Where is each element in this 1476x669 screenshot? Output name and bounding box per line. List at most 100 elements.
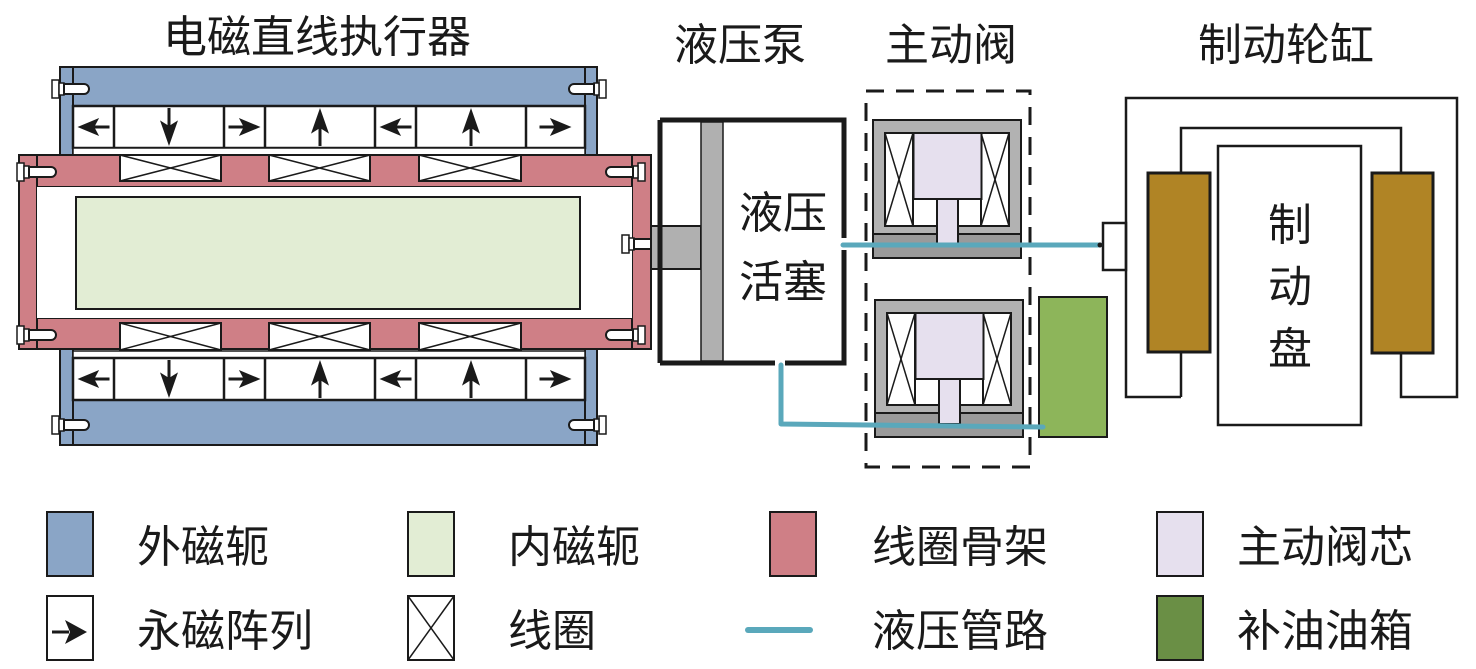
pump-housing [657, 117, 847, 366]
magnet-cell [112, 358, 178, 400]
valve-coil-cross-icon [982, 312, 1012, 406]
caliper-port [1101, 221, 1128, 272]
coil-cross-icon [119, 322, 222, 351]
hydraulic-piston [700, 121, 724, 362]
legend-label: 补油油箱 [1237, 606, 1413, 657]
coil-cross-icon [418, 322, 522, 351]
magnet-cell [222, 106, 261, 148]
coils [119, 154, 522, 351]
magnet-cell [222, 358, 261, 400]
magnet-arrow-left-icon [379, 370, 412, 388]
magnet-cell [373, 358, 412, 400]
legend-label: 内磁轭 [508, 522, 640, 573]
pipe-pump-to-reservoir [778, 362, 1046, 430]
magnet-arrow-icon [46, 595, 94, 661]
magnet-cell [414, 106, 480, 148]
legend-item: 内磁轭 [407, 511, 640, 577]
valve-title: 主动阀 [885, 20, 1017, 71]
valve-stem [936, 198, 959, 246]
magnet-arrow-up-icon [462, 360, 480, 398]
valve-coil-cross-icon [884, 132, 914, 227]
disc-label-char1: 制 [1268, 200, 1312, 251]
magnet-arrow-left-icon [379, 118, 412, 136]
legend-label: 线圈 [508, 606, 596, 657]
active-valve-lower [874, 299, 1024, 438]
piston-label-line2: 活塞 [739, 257, 827, 308]
magnet-cell [263, 106, 329, 148]
legend-label: 液压管路 [872, 606, 1048, 657]
brake-pad-right [1370, 171, 1435, 355]
valve-core [912, 132, 983, 200]
bolt-icon [16, 162, 57, 182]
brake-disc [1216, 144, 1363, 427]
magnet-arrow-up-icon [311, 360, 329, 398]
bolt-icon [605, 325, 646, 345]
legend-label: 主动阀芯 [1237, 522, 1413, 573]
permanent-magnet-array-top [71, 104, 587, 150]
inner-yoke-swatch-icon [407, 511, 455, 577]
magnet-arrow-up-icon [462, 108, 480, 146]
legend-label: 外磁轭 [137, 522, 269, 573]
valve-stem [938, 378, 961, 425]
valve-coil-cross-icon [886, 312, 916, 406]
active-valve-group [864, 89, 1032, 469]
piston-label-line1: 液压 [739, 188, 827, 239]
magnet-arrow-left-icon [77, 370, 110, 388]
inner-yoke [75, 196, 581, 310]
legend-item: 补油油箱 [1156, 595, 1413, 661]
hydraulic-pump: 液压 活塞 [650, 117, 847, 366]
disc-label-char2: 动 [1268, 262, 1312, 313]
magnet-arrow-left-icon [77, 118, 110, 136]
magnet-cell [414, 358, 480, 400]
bobbin-swatch-icon [769, 511, 817, 577]
magnet-arrow-right-icon [539, 118, 572, 136]
magnet-cell [112, 106, 178, 148]
outer-yoke-swatch-icon [46, 511, 94, 577]
legend-label: 永磁阵列 [137, 606, 313, 657]
disc-label-char3: 盘 [1268, 324, 1312, 375]
bolt-icon [51, 79, 90, 99]
bolt-icon [51, 415, 90, 435]
hydraulic-pipes [778, 242, 1103, 430]
legend-item: 线圈 [407, 595, 596, 661]
legend-item: 液压管路 [745, 606, 1048, 657]
permanent-magnet-array-bottom [71, 356, 587, 402]
magnet-cell [77, 370, 110, 388]
bolt-icon [568, 415, 607, 435]
magnet-cell [373, 106, 412, 148]
valve-core [914, 312, 985, 380]
active-valve-upper [872, 119, 1022, 259]
magnet-cell [77, 118, 110, 136]
magnet-cell [524, 106, 572, 148]
linear-actuator [16, 66, 682, 446]
magnet-cell [524, 358, 572, 400]
replenishing-oil-tank [1038, 296, 1108, 438]
coil-cross-icon [418, 154, 522, 182]
wheel-cylinder-title: 制动轮缸 [1198, 20, 1374, 71]
caliper-outer-frame [1124, 96, 1459, 399]
coil-cross-icon [119, 154, 222, 182]
brake-pad-left [1146, 171, 1212, 354]
brake-wheel-cylinder: 制 动 盘 [1101, 96, 1459, 427]
legend-item: 主动阀芯 [1156, 511, 1413, 577]
bolt-icon [605, 162, 646, 182]
magnet-arrow-up-icon [311, 108, 329, 146]
reservoir-swatch-icon [1156, 595, 1204, 661]
caliper-inner-frame [1179, 126, 1403, 397]
legend-item: 线圈骨架 [769, 511, 1048, 577]
legend-label: 线圈骨架 [872, 522, 1048, 573]
magnet-arrow-down-icon [160, 360, 178, 398]
coil-cross-icon [268, 154, 371, 182]
legend-item: 永磁阵列 [46, 595, 313, 661]
magnet-arrow-right-icon [539, 370, 572, 388]
legend-item: 外磁轭 [46, 511, 269, 577]
pump-title: 液压泵 [674, 20, 806, 71]
coil-cross-icon [407, 595, 455, 661]
magnet-arrow-right-icon [228, 118, 261, 136]
actuator-title: 电磁直线执行器 [163, 12, 471, 63]
magnet-arrow-right-icon [228, 370, 261, 388]
coil-cross-icon [268, 322, 371, 351]
magnet-cell [263, 358, 329, 400]
